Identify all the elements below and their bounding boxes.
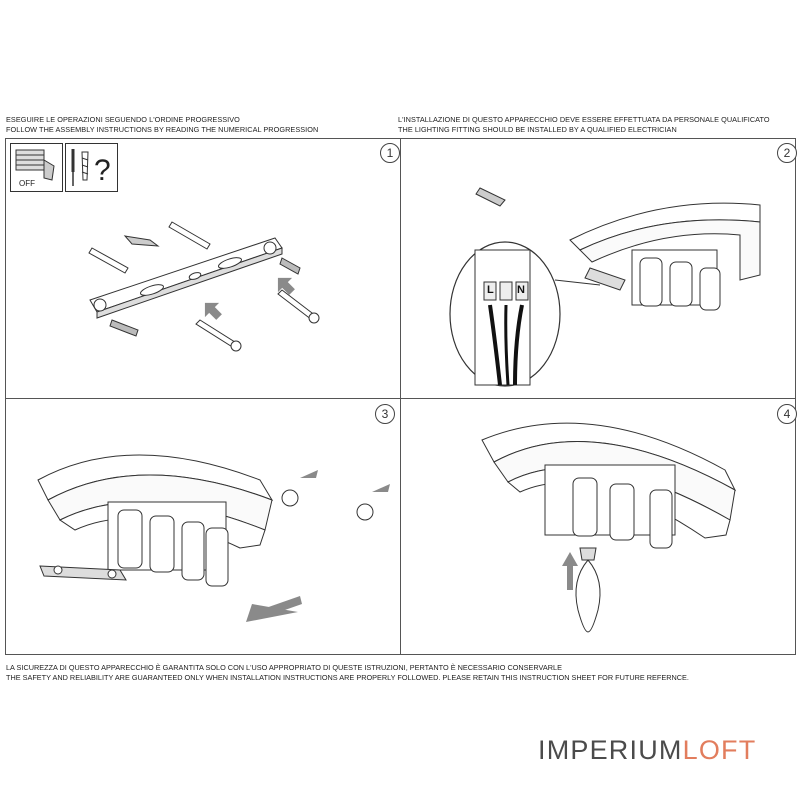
step1-tool-icons <box>10 143 118 192</box>
footer: LA SICUREZZA DI QUESTO APPARECCHIO È GAR… <box>6 663 689 683</box>
step4-arrows <box>562 552 578 590</box>
threaded-stud-left <box>109 319 139 337</box>
terminal-label-n: N <box>517 284 525 296</box>
lamp-tube-3 <box>699 267 721 311</box>
lamp-tube-2 <box>149 515 175 573</box>
terminal-label-l: L <box>487 284 494 296</box>
lamp-tube-3 <box>649 489 673 549</box>
step-number-4: 4 <box>777 404 797 424</box>
step-number-2: 2 <box>777 143 797 163</box>
cable-icon <box>488 304 502 386</box>
logo-part2: LOFT <box>682 735 757 765</box>
lamp-tube-1 <box>117 509 143 569</box>
step3-arrows <box>246 470 390 622</box>
step4-fixture <box>481 422 737 633</box>
lamp-tube-3 <box>181 521 205 581</box>
lamp-tube-2 <box>669 261 693 307</box>
arrow-icon <box>277 277 295 295</box>
rotate-arrow-icon <box>281 489 299 507</box>
connector-icon <box>584 267 626 291</box>
arrow-icon <box>300 470 318 478</box>
hand-switch-icon <box>43 159 55 181</box>
bracket-plate <box>89 237 283 313</box>
brand-logo: IMPERIUMLOFT <box>538 735 756 766</box>
dowel-left <box>88 247 129 274</box>
step-number-1: 1 <box>380 143 400 163</box>
bracket-screw-right <box>107 569 117 579</box>
lamp-tube-2 <box>609 483 635 541</box>
footer-italian: LA SICUREZZA DI QUESTO APPARECCHIO È GAR… <box>6 663 562 672</box>
wire-stripper-icon <box>475 187 506 207</box>
rotate-arrow-icon <box>356 503 374 521</box>
arrow-icon <box>372 484 390 492</box>
header-left: ESEGUIRE LE OPERAZIONI SEGUENDO L'ORDINE… <box>6 115 318 135</box>
step2-wiring <box>449 187 761 387</box>
header-right: L'INSTALLAZIONE DI QUESTO APPARECCHIO DE… <box>398 115 770 135</box>
header-right-italian: L'INSTALLAZIONE DI QUESTO APPARECCHIO DE… <box>398 115 770 124</box>
candle-bulb-icon <box>575 559 601 633</box>
mounting-bracket <box>88 221 320 352</box>
step-number-3: 3 <box>375 404 395 424</box>
lamp-tube-1 <box>572 477 598 537</box>
threaded-stud-right <box>279 257 301 275</box>
lamp-tube-4 <box>205 527 229 587</box>
header-left-italian: ESEGUIRE LE OPERAZIONI SEGUENDO L'ORDINE… <box>6 115 240 124</box>
arrow-icon <box>204 302 222 320</box>
header-left-english: FOLLOW THE ASSEMBLY INSTRUCTIONS BY READ… <box>6 125 319 134</box>
bracket-screw-right <box>263 241 277 255</box>
step3-fixture <box>37 454 374 587</box>
bracket-screw-left <box>53 565 63 575</box>
footer-english: THE SAFETY AND RELIABILITY ARE GUARANTEE… <box>6 673 689 682</box>
power-off-box <box>10 143 63 192</box>
bracket-screw-left <box>93 298 107 312</box>
logo-part1: IMPERIUM <box>538 735 683 765</box>
dowel-right <box>168 221 211 250</box>
lamp-tube-1 <box>639 257 663 307</box>
step1-arrows <box>204 277 295 320</box>
bracket-clip <box>123 235 160 247</box>
bulb-socket-icon <box>579 547 597 561</box>
question-mark: ? <box>94 154 111 187</box>
tools-box <box>65 143 118 192</box>
header-right-english: THE LIGHTING FITTING SHOULD BE INSTALLED… <box>398 125 677 134</box>
arrow-up-icon <box>562 552 578 590</box>
power-off-label: OFF <box>19 179 35 188</box>
